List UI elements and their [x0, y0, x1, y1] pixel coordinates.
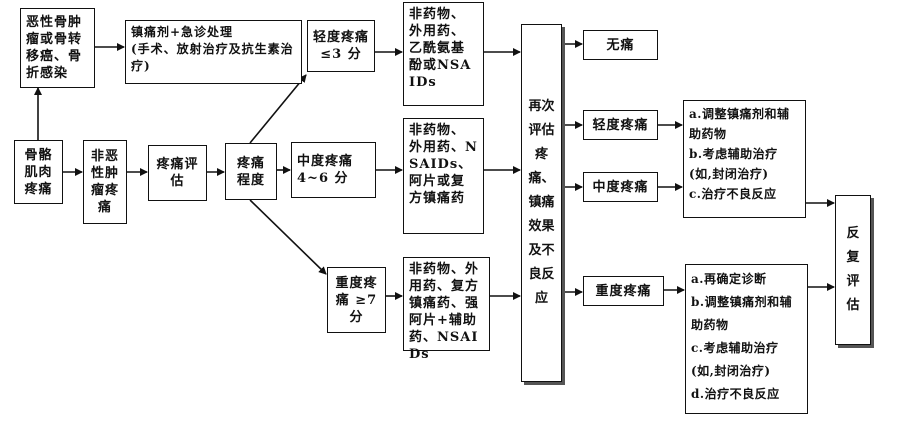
node-musculoskeletal: 骨骼肌肉疼痛 [14, 140, 63, 204]
node-nonmalignant: 非恶性肿瘤疼痛 [83, 140, 127, 224]
node-reassess: 再次评估疼痛、镇痛效果及不良反应 [521, 24, 562, 382]
arrow-to-mild [249, 74, 307, 144]
node-malignant: 恶性骨肿瘤或骨转移癌、骨折感染 [20, 8, 95, 88]
node-drug-severe: 非药物、外用药、复方镇痛药、强阿片+辅助药、NSAIDs [403, 257, 490, 362]
node-treat-mild-moderate: a.调整镇痛剂和辅助药物 b.考虑辅助治疗 (如,封闭治疗) c.治疗不良反应 [683, 100, 806, 218]
node-mild-out: 轻度疼痛 [583, 110, 658, 140]
node-severe-out: 重度疼痛 [583, 276, 664, 306]
node-drug-moderate: 非药物、外用药、NSAIDs、阿片或复方镇痛药 [403, 118, 484, 234]
node-repeat: 反复评估 [835, 195, 871, 345]
node-moderate-out: 中度疼痛 [583, 172, 658, 202]
node-mild: 轻度疼痛 ≤3 分 [307, 20, 375, 72]
arrow-to-severe [249, 199, 327, 275]
node-sedative: 镇痛剂+急诊处理 (手术、放射治疗及抗生素治疗) [125, 20, 302, 84]
node-degree: 疼痛程度 [225, 143, 277, 200]
node-moderate: 中度疼痛 4~6 分 [291, 142, 376, 198]
node-assessment: 疼痛评估 [148, 145, 207, 201]
node-no-pain: 无痛 [583, 30, 658, 60]
node-severe: 重度疼痛 ≥7分 [327, 267, 386, 333]
node-drug-mild: 非药物、外用药、乙酰氨基酚或NSAIDs [403, 2, 484, 106]
node-treat-severe: a.再确定诊断 b.调整镇痛剂和辅助药物 c.考虑辅助治疗 (如,封闭治疗) d… [685, 264, 808, 414]
